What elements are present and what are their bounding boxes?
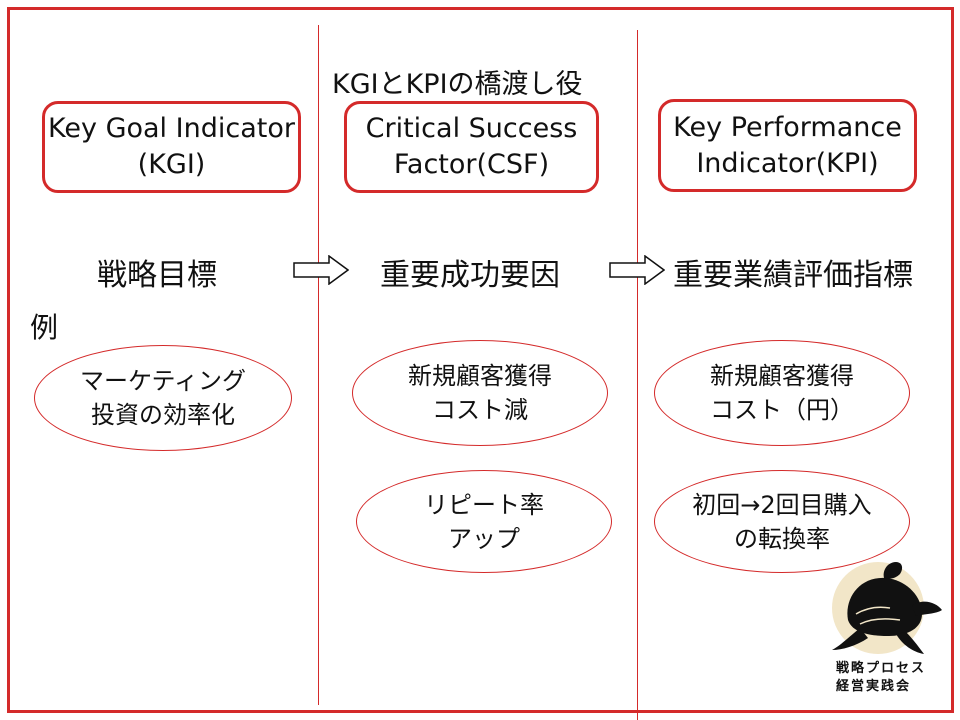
csf-example-2: リピート率 アップ (356, 470, 612, 573)
kgi-label: 戦略目標 (97, 258, 217, 293)
logo-caption: 戦略プロセス 経営実践会 (836, 661, 927, 694)
right-arrow-icon (609, 255, 665, 285)
outer-frame (7, 7, 954, 713)
csf-label: 重要成功要因 (380, 258, 560, 293)
example-label: 例 (30, 311, 59, 344)
right-arrow-icon (293, 255, 349, 285)
kpi-label: 重要業績評価指標 (673, 258, 913, 293)
kgi-box: Key Goal Indicator (KGI) (42, 101, 301, 193)
kpi-example-1: 新規顧客獲得 コスト（円） (654, 340, 910, 446)
csf-example-1: 新規顧客獲得 コスト減 (352, 340, 608, 446)
kpi-box: Key Performance Indicator(KPI) (658, 99, 917, 192)
bridge-label: KGIとKPIの橋渡し役 (332, 69, 583, 100)
column-divider-left (318, 25, 319, 705)
kgi-example: マーケティング 投資の効率化 (34, 345, 292, 451)
sea-turtle-icon (832, 562, 942, 654)
csf-box: Critical Success Factor(CSF) (344, 101, 599, 193)
kpi-example-2: 初回→2回目購入 の転換率 (654, 470, 910, 573)
column-divider-right (637, 30, 638, 720)
